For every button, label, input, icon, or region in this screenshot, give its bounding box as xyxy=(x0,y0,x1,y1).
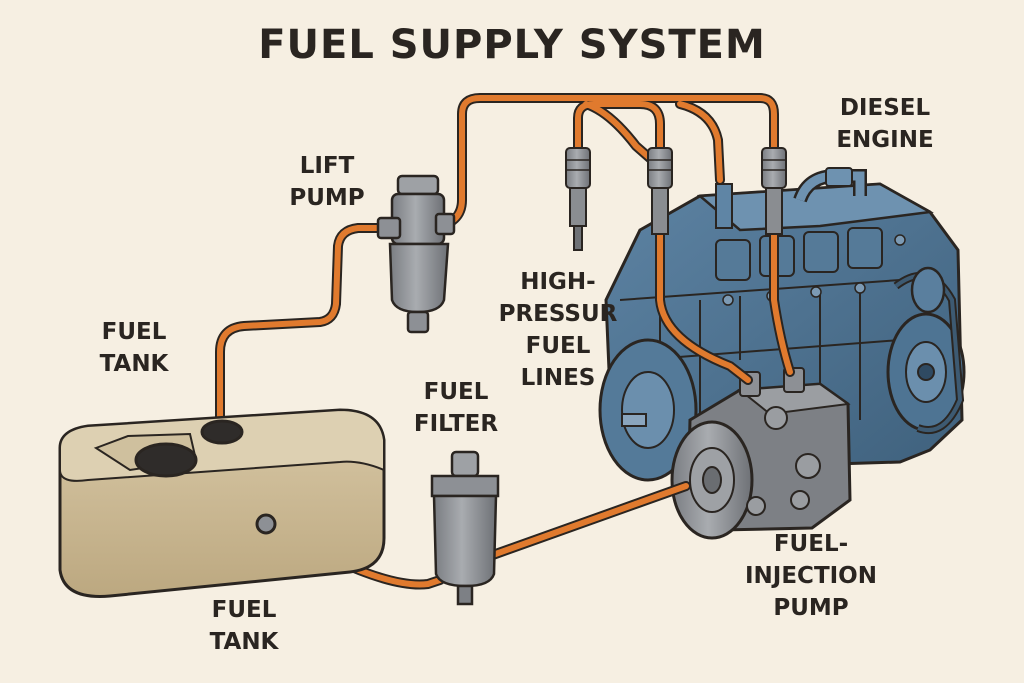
diagram-title: FUEL SUPPLY SYSTEM xyxy=(258,22,766,68)
label-lift-pump-line2: PUMP xyxy=(289,185,365,211)
label-lift-pump-line1: LIFT xyxy=(299,153,355,179)
label-fuel-tank-lower-line2: TANK xyxy=(209,629,279,655)
lift-pump xyxy=(376,174,456,334)
label-injection-pump-line3: PUMP xyxy=(773,595,849,621)
label-fuel-tank-lower: FUEL TANK xyxy=(204,594,284,658)
fuel-injection-pump xyxy=(670,367,852,540)
label-diesel-engine-line2: ENGINE xyxy=(836,127,934,153)
injectors xyxy=(565,147,787,251)
label-injection-pump-line1: FUEL- xyxy=(773,531,849,557)
label-fuel-tank-upper-line2: TANK xyxy=(99,351,169,377)
label-hp-line4: LINES xyxy=(520,365,596,391)
label-hp-line2: PRESSUR xyxy=(498,301,618,327)
label-fuel-filter-line1: FUEL xyxy=(423,379,489,405)
label-fuel-tank-upper: FUEL TANK xyxy=(94,316,174,380)
label-diesel-engine: DIESEL ENGINE xyxy=(830,92,940,156)
label-fuel-filter: FUEL FILTER xyxy=(404,376,508,440)
fuel-tank xyxy=(58,408,386,598)
label-lift-pump: LIFT PUMP xyxy=(282,150,372,214)
label-fuel-filter-line2: FILTER xyxy=(413,411,499,437)
label-hp-line1: HIGH- xyxy=(520,269,596,295)
fuel-filter xyxy=(430,450,500,606)
label-fuel-tank-lower-line1: FUEL xyxy=(211,597,277,623)
label-injection-pump-line2: INJECTION xyxy=(744,563,877,589)
label-high-pressure-fuel-lines: HIGH- PRESSUR FUEL LINES xyxy=(494,266,622,394)
label-fuel-injection-pump: FUEL- INJECTION PUMP xyxy=(736,528,886,624)
diesel-engine xyxy=(598,167,966,482)
label-diesel-engine-line1: DIESEL xyxy=(839,95,931,121)
label-fuel-tank-upper-line1: FUEL xyxy=(101,319,167,345)
label-hp-line3: FUEL xyxy=(525,333,591,359)
